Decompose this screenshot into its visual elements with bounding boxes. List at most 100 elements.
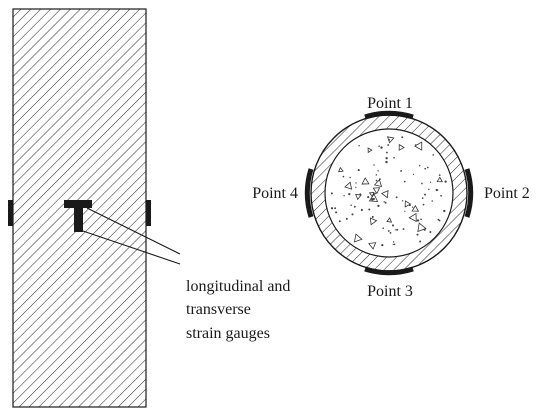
point-1-label: Point 1 [367, 95, 413, 112]
aggregate-dot [385, 160, 388, 164]
aggregate-dot [420, 218, 422, 221]
aggregate-dot [403, 180, 406, 183]
aggregate-dot [396, 228, 399, 231]
aggregate-dot [438, 174, 441, 176]
aggregate-dot [395, 196, 398, 199]
aggregate-dot [385, 151, 388, 154]
aggregate-dot [377, 170, 379, 172]
aggregate-dot [343, 195, 345, 197]
aggregate-dot [401, 136, 404, 139]
cross-section: Point 1 Point 2 Point 3 Point 4 [252, 95, 530, 300]
aggregate-dot [426, 166, 429, 169]
aggregate-triangle [344, 181, 353, 190]
aggregate-dot [432, 154, 435, 156]
aggregate-dot [330, 207, 334, 210]
column-elevation [8, 8, 181, 408]
aggregate-dot [360, 208, 363, 212]
aggregate-triangle [337, 166, 344, 173]
aggregate-dot [443, 209, 446, 213]
aggregate-dot [424, 193, 426, 196]
aggregate-dot [381, 243, 384, 247]
aggregate-dot [345, 217, 348, 220]
aggregate-dot [416, 233, 419, 236]
aggregate-dot [357, 169, 360, 172]
aggregate-dot [437, 218, 440, 221]
aggregate-triangle [372, 187, 381, 195]
aggregate-dot [338, 220, 341, 223]
gauge-point-3 [364, 266, 414, 276]
aggregate-dot [375, 179, 378, 182]
aggregate-triangle [353, 233, 363, 243]
right-side-gauge [146, 200, 151, 226]
concrete-core [324, 128, 454, 258]
gauge-point-1 [364, 110, 414, 120]
aggregate-dot [429, 231, 432, 233]
point-2-label: Point 2 [484, 185, 530, 202]
aggregate-dot [371, 215, 374, 218]
gauge-label-line3: strain gauges [186, 325, 270, 342]
aggregate-dot [429, 181, 432, 183]
leader-line-lower [79, 229, 181, 265]
aggregate-triangle [386, 136, 395, 144]
aggregate-triangle [355, 193, 362, 201]
aggregate-dot [353, 205, 356, 208]
aggregate-dot [416, 219, 420, 222]
aggregate-triangle [368, 191, 375, 198]
aggregate-dot [330, 192, 333, 195]
aggregate-dot [377, 204, 380, 208]
point-4-label: Point 4 [252, 185, 298, 202]
aggregate-dot [428, 188, 430, 191]
aggregate-dot [373, 164, 375, 166]
aggregate-triangle [380, 189, 389, 199]
aggregate-dot [431, 200, 433, 202]
aggregate-dot [349, 176, 351, 179]
aggregate-triangle [411, 204, 420, 212]
aggregate-triangle [361, 177, 370, 185]
aggregate-triangle [398, 143, 405, 151]
aggregate-dot [418, 164, 421, 167]
aggregate-triangle [368, 242, 377, 250]
aggregate-triangle [373, 178, 383, 188]
aggregate-triangle [417, 222, 427, 233]
aggregate-dot [375, 174, 378, 176]
concrete-aggregate [330, 136, 447, 250]
aggregate-dot [393, 156, 395, 159]
gauge-label-line2: transverse [186, 301, 251, 318]
aggregate-dot [334, 207, 337, 210]
aggregate-dot [348, 193, 351, 196]
aggregate-triangle [414, 141, 423, 151]
aggregate-dot [358, 144, 360, 147]
left-side-gauge [8, 200, 13, 226]
aggregate-dot [421, 197, 424, 199]
aggregate-triangle [367, 147, 373, 154]
aggregate-dot [424, 167, 427, 170]
aggregate-dot [392, 243, 394, 246]
aggregate-dot [355, 182, 357, 184]
aggregate-dot [374, 192, 377, 195]
aggregate-triangle [386, 217, 393, 223]
aggregate-dot [350, 204, 352, 206]
point-3-label: Point 3 [367, 283, 413, 300]
aggregate-dot [440, 194, 442, 197]
leader-line-upper [86, 207, 181, 255]
aggregate-dot [401, 200, 404, 202]
aggregate-dot [378, 145, 380, 147]
aggregate-dot [335, 211, 338, 214]
aggregate-dot [422, 203, 425, 206]
aggregate-dot [444, 180, 447, 183]
aggregate-triangle [369, 217, 378, 226]
aggregate-dot [368, 208, 371, 211]
aggregate-triangle [408, 212, 417, 223]
gauge-point-2 [464, 168, 474, 218]
aggregate-dot [389, 232, 392, 234]
aggregate-dot [404, 210, 406, 212]
aggregate-dot [372, 197, 375, 201]
aggregate-dot [402, 228, 405, 230]
aggregate-dot [392, 241, 395, 243]
aggregate-dot [385, 157, 388, 160]
aggregate-dot [351, 213, 354, 216]
aggregate-dot [383, 201, 385, 203]
aggregate-triangle [404, 200, 412, 208]
aggregate-dot [391, 224, 395, 227]
